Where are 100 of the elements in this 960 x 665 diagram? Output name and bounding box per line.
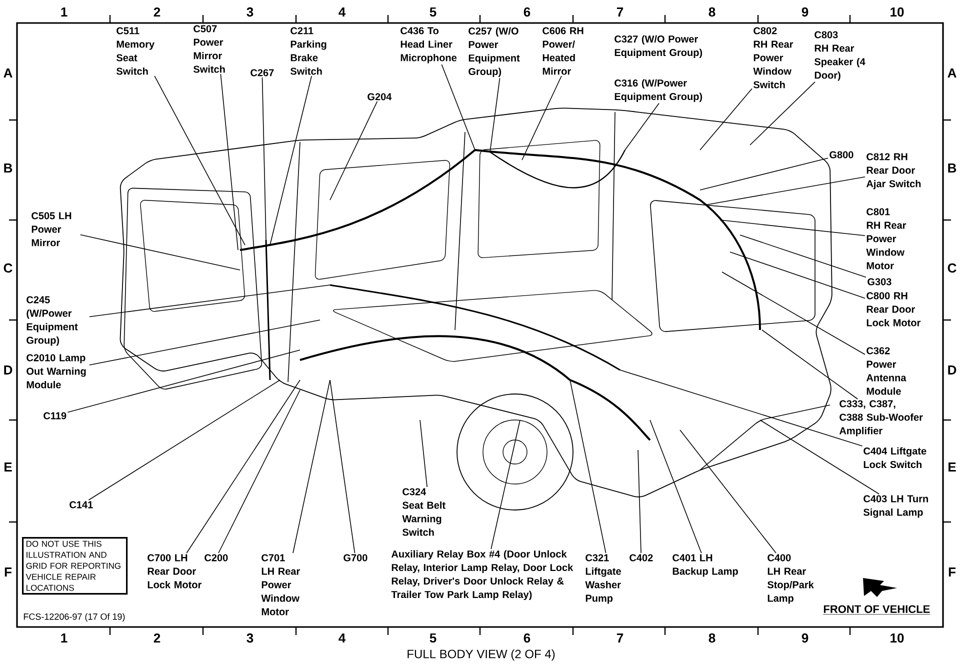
leader-line [700,88,752,150]
callout-text: G204 [368,93,392,100]
leader-line [704,176,866,206]
grid-number: 2 [154,7,160,17]
orientation-label: FRONT OF VEHICLE [823,605,930,615]
grid-number: 3 [246,633,254,643]
callout-text: C257 (W/O Power Equipment Group) [468,27,520,78]
caption: FULL BODY VIEW (2 OF 4) [408,649,555,661]
grid-number: 5 [430,7,436,17]
grid-number: 5 [430,633,436,643]
callout-text: C403 LH Turn Signal Lamp [864,495,928,518]
leader-line [220,74,238,250]
grid-letter: C [948,263,956,273]
callout-text: C700 LH Rear Door Lock Motor [148,554,202,588]
grid-number: 1 [61,634,68,642]
callout-text: C327 (W/O Power Equipment Group) [614,35,702,58]
callout-text: C505 LH Power Mirror [32,212,72,246]
leader-line [700,158,828,190]
leader-line [730,252,866,299]
leader-line [330,101,378,200]
grid-letter: B [948,164,956,172]
leader-line [624,102,660,150]
grid-number: 4 [338,8,346,16]
callout-text: C316 (W/Power Equipment Group) [614,79,702,102]
grid-letter: E [4,462,12,472]
callout-text: G700 [344,554,368,562]
grid-letter: C [4,263,12,273]
leader-line [262,77,266,240]
grid-number: 7 [616,8,624,16]
leader-line [88,380,280,500]
grid-number: 10 [890,633,904,643]
grid-letter: E [948,462,956,472]
callout-text: C267 [250,69,274,76]
leader-line [292,380,330,554]
callout-text: C333, C387, C388 Sub-Woofer Amplifier [839,400,923,436]
callout-text: Auxiliary Relay Box #4 (Door Unlock Relay, Interior Lamp Relay, Door Lock Relay, Driver's Door Unlock Relay & Trailer Tow Park Lamp Relay) [391,550,574,600]
callout-text: C2010 Lamp Out Warning Module [26,354,86,388]
callout-text: C245 (W/Power Equipment Group) [26,296,78,346]
callout-text: C802 RH Rear Power Window Switch [753,27,794,88]
callout-text: C436 To Head Liner Microphone [400,27,457,64]
callout-text: C119 [44,412,66,420]
leader-line [67,350,300,413]
leader-line [762,330,858,400]
grid-number: 7 [616,634,624,642]
leader-line [441,64,476,150]
grid-number: 9 [802,7,808,17]
callout-text: C400 LH Rear Stop/Park Lamp [768,554,814,604]
grid-number: 2 [154,633,160,643]
leader-line [650,420,702,554]
grid-letter: A [948,68,956,78]
leader-line [680,430,776,554]
leader-line [722,272,866,355]
grid-number: 3 [246,7,254,17]
leader-line [522,76,562,160]
grid-letter: D [4,366,12,374]
leader-line [420,420,428,488]
grid-number: 8 [708,633,716,643]
callout-text: C200 [204,554,228,562]
grid-number: 6 [524,633,530,643]
callout-text: C362 Power Antenna Module [866,347,906,395]
callout-text: C324 Seat Belt Warning Switch [402,488,446,536]
grid-number: 8 [708,7,716,17]
callout-text: C606 RH Power/ Heated Mirror [542,27,584,75]
grid-letter: F [948,568,956,576]
grid-number: 4 [338,634,346,642]
grid-number: 1 [61,8,68,16]
leader-line [740,234,866,278]
callout-text: C401 LH Backup Lamp [672,554,738,577]
callout-text: C511 Memory Seat Switch [116,27,154,75]
grid-letter: D [948,366,956,374]
leader-line [89,284,330,318]
leader-line [620,370,863,446]
grid-number: 9 [802,633,808,643]
leader-line [490,78,500,152]
grid-number: 6 [524,7,530,17]
callout-text: C507 Power Mirror Switch [194,25,225,73]
leader-line [89,320,320,366]
leader-line [154,76,246,246]
callout-text: C141 [70,501,93,508]
callout-text: G303 [868,278,892,286]
leader-line [270,76,312,246]
leader-line [186,380,300,554]
callout-text: C321 Liftgate Washer Pump [585,554,621,604]
notice-box: DO NOT USE THIS ILLUSTRATION AND GRID FOR REPORTING VEHICLE REPAIR LOCATIONS [22,537,128,595]
leader-line [720,220,866,236]
leader-line [490,420,520,550]
callout-text: G800 [830,151,854,158]
leader-line [218,390,300,554]
callout-text: C701 LH Rear Power Window Motor [261,554,300,616]
callout-text: C801 RH Rear Power Window Motor [866,208,906,270]
leader-line [80,234,240,270]
callout-text: C404 Liftgate Lock Switch [864,447,926,468]
leader-line [330,380,356,554]
callout-text: C803 RH Rear Speaker (4 Door) [814,31,866,81]
leader-line [638,450,642,554]
callout-text: C402 [630,554,653,562]
grid-number: 10 [890,7,904,17]
grid-letter: B [4,164,12,172]
document-code: FCS-12206-97 (17 Of 19) [24,613,125,622]
leader-line [760,420,880,494]
